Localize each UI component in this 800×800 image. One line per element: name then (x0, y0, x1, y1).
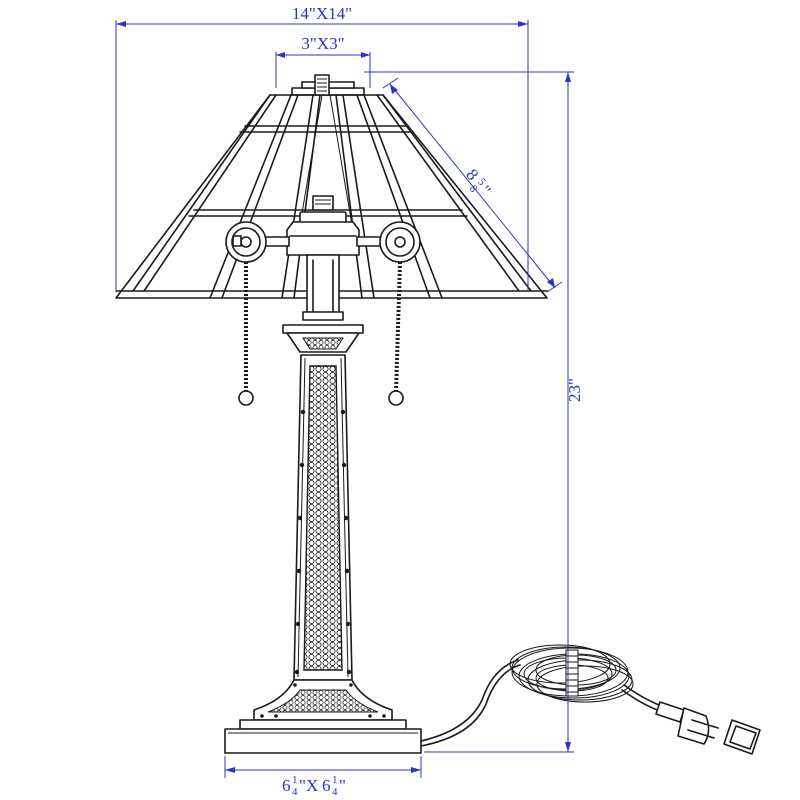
base-size-num: 1 (292, 774, 298, 786)
shade-outline (115, 94, 548, 299)
cord-coil (509, 644, 634, 703)
socket-body (286, 221, 360, 256)
top-opening-label: 3"X3" (301, 34, 344, 53)
base-size-den: 4 (292, 786, 298, 798)
shade-ribs (132, 94, 532, 299)
lamp-shade (115, 81, 548, 299)
dimension-top-opening: 3"X3" (275, 34, 371, 88)
overall-height-label: 23" (565, 378, 584, 402)
base-size-x: "X (299, 776, 318, 795)
left-pull-chain (238, 262, 254, 406)
right-pull-chain (388, 261, 404, 406)
stem-hex-panel (303, 365, 343, 671)
base-size-num2: 1 (332, 774, 338, 786)
dimension-shade-width: 14"X14" (115, 4, 529, 290)
dimension-base-size: 6 1 4 "X 6 1 4 " (224, 756, 422, 798)
stem-rivets (294, 409, 352, 675)
power-cord (420, 644, 663, 747)
center-column (306, 254, 340, 318)
shade-width-label: 14"X14" (292, 4, 352, 23)
base-size-close: " (339, 776, 346, 795)
socket-cluster (225, 195, 421, 321)
base-size-whole: 6 (282, 776, 291, 795)
plug (655, 701, 761, 755)
lamp-body (224, 324, 422, 754)
base-size-whole2: 6 (322, 776, 331, 795)
base-size-den2: 4 (332, 786, 338, 798)
dimension-overall-height: 23" (364, 71, 584, 753)
finial (314, 74, 330, 96)
plug-head (677, 707, 710, 745)
